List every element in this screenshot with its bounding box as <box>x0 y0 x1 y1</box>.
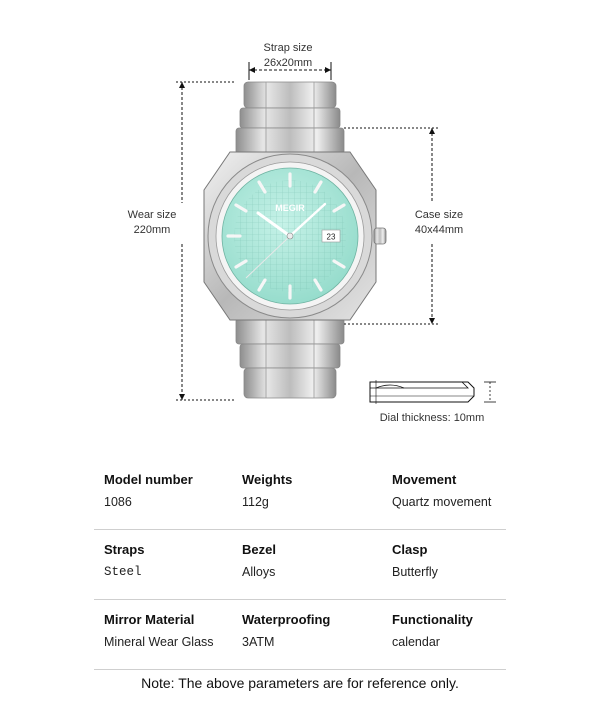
watch-illustration: 23 MEGIR <box>176 62 496 404</box>
spec-value: calendar <box>392 635 440 649</box>
dial-thickness-diagram <box>369 380 496 404</box>
spec-row: Mirror Material Mineral Wear Glass Water… <box>94 600 506 670</box>
date-window-text: 23 <box>327 233 336 242</box>
spec-cell-bezel: Bezel Alloys <box>242 540 382 581</box>
spec-table: Model number 1086 Weights 112g Movement … <box>94 460 506 670</box>
disclaimer-note: Note: The above parameters are for refer… <box>141 675 459 691</box>
wear-dimension-line <box>176 81 236 401</box>
spec-cell-functionality: Functionality calendar <box>392 610 512 651</box>
spec-label: Functionality <box>392 612 473 627</box>
spec-label: Clasp <box>392 542 428 557</box>
spec-value: Butterfly <box>392 565 438 579</box>
spec-value: Mineral Wear Glass <box>104 635 214 649</box>
spec-label: Straps <box>104 542 145 557</box>
spec-value: Steel <box>104 565 142 579</box>
spec-value: 1086 <box>104 495 132 509</box>
case-size-label: Case size 40x44mm <box>394 208 484 238</box>
spec-row: Model number 1086 Weights 112g Movement … <box>94 460 506 530</box>
second-hand <box>245 235 291 279</box>
spec-cell-mirror-material: Mirror Material Mineral Wear Glass <box>104 610 244 651</box>
crown-icon <box>373 227 387 245</box>
watch-dial: 23 MEGIR <box>221 167 359 305</box>
dial-thickness-label: Dial thickness: 10mm <box>379 412 485 424</box>
spec-label: Mirror Material <box>104 612 195 627</box>
strap-dimension-line <box>248 62 332 80</box>
wear-size-title: Wear size <box>127 209 177 221</box>
strap-size-title: Strap size <box>263 42 313 54</box>
spec-row: Straps Steel Bezel Alloys Clasp Butterfl… <box>94 530 506 600</box>
spec-cell-waterproofing: Waterproofing 3ATM <box>242 610 382 651</box>
wear-size-value: 220mm <box>133 224 171 236</box>
spec-label: Weights <box>242 472 293 487</box>
hour-markers <box>226 172 346 300</box>
spec-label: Waterproofing <box>242 612 331 627</box>
spec-cell-clasp: Clasp Butterfly <box>392 540 512 581</box>
spec-label: Movement <box>392 472 457 487</box>
spec-cell-straps: Straps Steel <box>104 540 244 581</box>
strap-size-value: 26x20mm <box>263 57 313 69</box>
case-dimension-line <box>344 127 438 325</box>
spec-value: 112g <box>242 495 269 509</box>
spec-label: Bezel <box>242 542 276 557</box>
strap-size-label: Strap size 26x20mm <box>240 41 336 71</box>
spec-cell-model-number: Model number 1086 <box>104 470 244 511</box>
spec-cell-movement: Movement Quartz movement <box>392 470 512 511</box>
spec-value: 3ATM <box>242 635 275 649</box>
spec-value: Quartz movement <box>392 495 492 509</box>
minute-hand <box>288 202 327 238</box>
bracelet-bottom <box>235 317 345 399</box>
hour-hand <box>256 211 292 238</box>
spec-label: Model number <box>104 472 193 487</box>
date-window <box>321 229 341 243</box>
case-size-value: 40x44mm <box>414 224 464 236</box>
bracelet-top <box>235 81 345 155</box>
spec-cell-weights: Weights 112g <box>242 470 382 511</box>
case-size-title: Case size <box>414 209 464 221</box>
spec-value: Alloys <box>242 565 276 579</box>
wear-size-label: Wear size 220mm <box>112 208 192 238</box>
brand-logo: MEGIR <box>275 203 305 213</box>
